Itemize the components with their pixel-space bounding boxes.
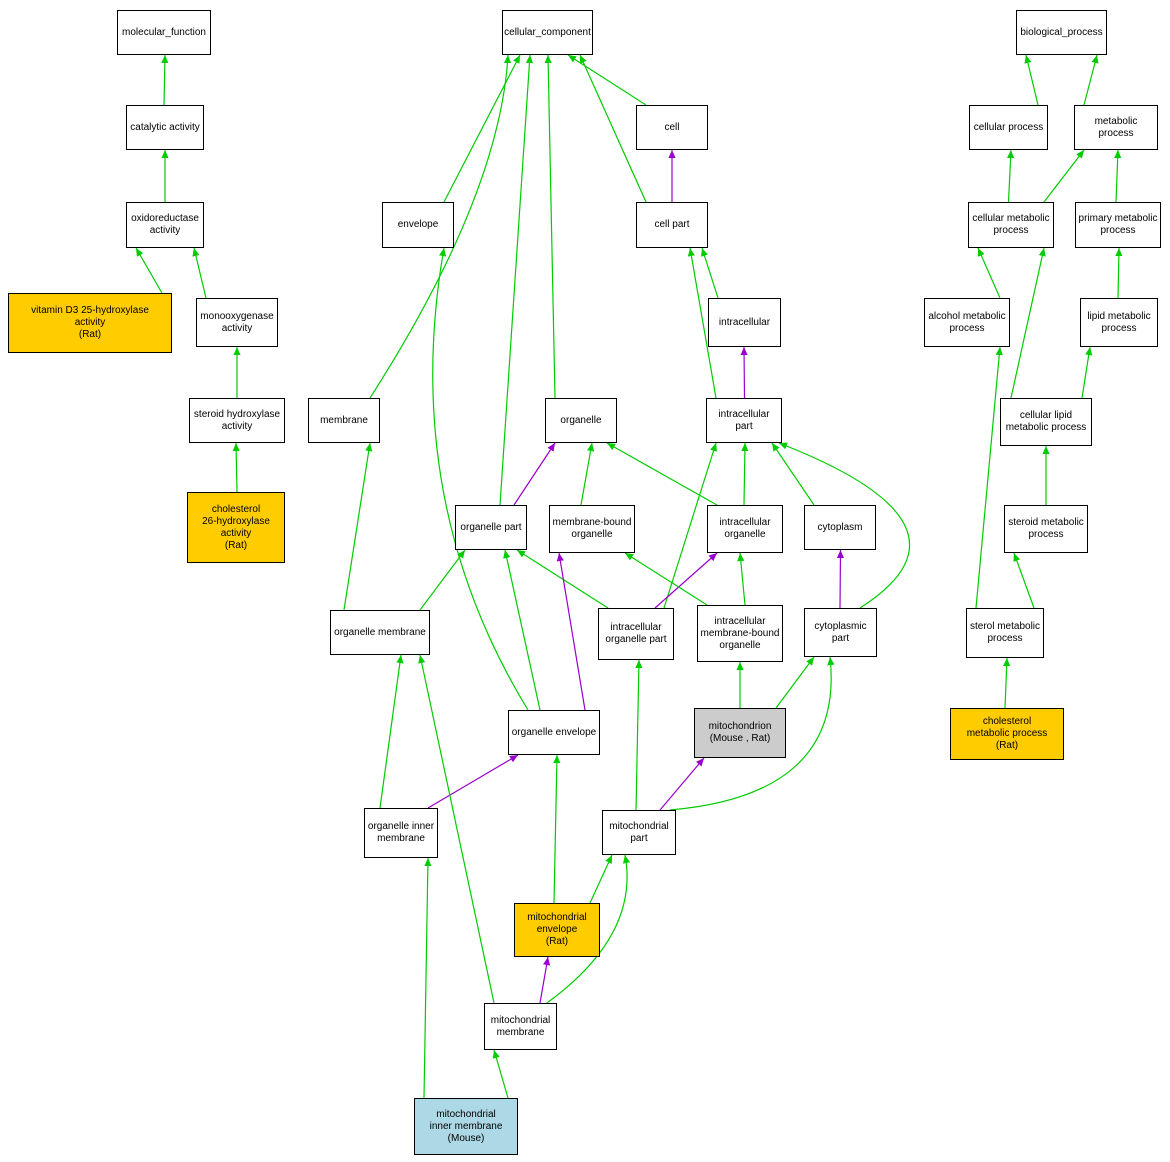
node-primary_metabolic_process[interactable]: primary metabolic process	[1075, 202, 1161, 248]
node-mitochondrial_inner_membrane[interactable]: mitochondrial inner membrane (Mouse)	[414, 1098, 518, 1155]
edge-organelle_membrane--organelle_part	[419, 549, 466, 611]
edge-cellular_process--biological_process	[1024, 54, 1039, 106]
node-cell[interactable]: cell	[636, 105, 708, 150]
node-cytoplasmic_part[interactable]: cytoplasmic part	[804, 608, 877, 657]
edge-intracellular_organelle--intracellular_part	[741, 442, 749, 506]
edge-organelle_envelope--organelle_part	[503, 549, 541, 711]
node-oxidoreductase_activity[interactable]: oxidoreductase activity	[126, 202, 204, 248]
edge-mitochondrial_inner_membrane--organelle_inner_membrane	[423, 857, 432, 1099]
edge-monooxygenase_activity--oxidoreductase_activity	[192, 247, 207, 299]
node-cellular_metabolic_process[interactable]: cellular metabolic process	[968, 202, 1054, 248]
node-cholesterol_26_hydroxylase_activity[interactable]: cholesterol 26-hydroxylase activity (Rat…	[187, 492, 285, 563]
node-organelle_part[interactable]: organelle part	[455, 505, 527, 550]
node-membrane[interactable]: membrane	[308, 398, 380, 443]
edge-mitochondrial_part--cytoplasmic_part	[669, 656, 835, 811]
node-organelle_envelope[interactable]: organelle envelope	[508, 710, 600, 755]
edge-organelle--cellular_component	[544, 54, 556, 399]
edge-mitochondrial_envelope--organelle_envelope	[553, 754, 561, 904]
edge-alcohol_metabolic_process--cellular_metabolic_process	[977, 247, 1001, 299]
edge-organelle_part--cellular_component	[499, 54, 534, 506]
edge-intracellular_organelle_part--intracellular_organelle	[654, 552, 718, 609]
node-cellular_component[interactable]: cellular_component	[502, 10, 593, 55]
edge-sterol_metabolic_process--alcohol_metabolic_process	[975, 346, 1003, 609]
edge-intracellular_part--cell_part	[687, 247, 717, 399]
edge-intracellular_membrane_bound_organelle--intracellular_organelle	[737, 552, 746, 606]
edge-cytoplasm--intracellular_part	[771, 442, 815, 506]
edge-vitamin_d3_25_hydroxylase_activity--oxidoreductase_activity	[135, 247, 163, 294]
edge-sterol_metabolic_process--steroid_metabolic_process	[1013, 552, 1035, 609]
node-lipid_metabolic_process[interactable]: lipid metabolic process	[1080, 298, 1158, 347]
edge-intracellular_part--intracellular	[740, 346, 748, 399]
edge-membrane_bound_organelle--organelle	[580, 442, 595, 506]
node-molecular_function[interactable]: molecular_function	[117, 10, 211, 55]
node-mitochondrion[interactable]: mitochondrion (Mouse , Rat)	[694, 708, 786, 758]
edge-mitochondrial_membrane--mitochondrial_envelope	[539, 956, 551, 1004]
edge-mitochondrial_part--intracellular_organelle_part	[635, 659, 643, 811]
edge-catalytic_activity--molecular_function	[161, 54, 169, 106]
edge-cytoplasmic_part--cytoplasm	[836, 549, 845, 609]
node-membrane_bound_organelle[interactable]: membrane-bound organelle	[549, 505, 635, 553]
edge-organelle_envelope--membrane_bound_organelle	[556, 552, 586, 711]
edge-intracellular_organelle--organelle	[606, 442, 718, 506]
edge-cholesterol_metabolic_process--sterol_metabolic_process	[1003, 657, 1011, 709]
edge-organelle_envelope--envelope	[432, 247, 529, 711]
edge-membrane--cellular_component	[369, 54, 512, 399]
node-organelle[interactable]: organelle	[545, 398, 617, 443]
node-cell_part[interactable]: cell part	[636, 202, 708, 248]
node-cellular_process[interactable]: cellular process	[969, 105, 1048, 150]
node-mitochondrial_part[interactable]: mitochondrial part	[602, 810, 676, 855]
edge-intracellular_membrane_bound_organelle--membrane_bound_organelle	[624, 552, 708, 606]
node-intracellular_organelle[interactable]: intracellular organelle	[707, 505, 783, 553]
edge-intracellular_organelle_part--intracellular_part	[663, 442, 717, 609]
node-intracellular_organelle_part[interactable]: intracellular organelle part	[598, 608, 674, 660]
edge-mitochondrial_inner_membrane--mitochondrial_membrane	[492, 1049, 509, 1099]
edge-intracellular_organelle_part--organelle_part	[516, 549, 609, 609]
node-metabolic_process[interactable]: metabolic process	[1074, 105, 1158, 150]
node-mitochondrial_membrane[interactable]: mitochondrial membrane	[484, 1003, 557, 1050]
node-organelle_inner_membrane[interactable]: organelle inner membrane	[364, 808, 438, 858]
edge-mitochondrial_membrane--organelle_membrane	[418, 654, 495, 1004]
edge-mitochondrion--cytoplasmic_part	[775, 656, 815, 709]
edge-primary_metabolic_process--metabolic_process	[1114, 149, 1122, 203]
edge-organelle_membrane--membrane	[343, 442, 373, 611]
node-cytoplasm[interactable]: cytoplasm	[804, 505, 876, 550]
node-monooxygenase_activity[interactable]: monooxygenase activity	[196, 298, 278, 347]
edge-envelope--cellular_component	[443, 54, 521, 203]
edge-cell_part--cellular_component	[579, 54, 647, 203]
node-steroid_metabolic_process[interactable]: steroid metabolic process	[1004, 505, 1088, 553]
node-mitochondrial_envelope[interactable]: mitochondrial envelope (Rat)	[514, 903, 600, 957]
node-biological_process[interactable]: biological_process	[1016, 10, 1107, 55]
edge-mitochondrial_part--mitochondrion	[659, 757, 705, 811]
node-intracellular_membrane_bound_organelle[interactable]: intracellular membrane-bound organelle	[697, 605, 783, 662]
node-envelope[interactable]: envelope	[382, 202, 454, 248]
edge-cellular_metabolic_process--metabolic_process	[1043, 149, 1085, 203]
edge-mitochondrial_envelope--mitochondrial_part	[589, 854, 613, 904]
edge-cellular_lipid_metabolic_process--cellular_metabolic_process	[1010, 247, 1046, 399]
edge-cellular_metabolic_process--cellular_process	[1007, 149, 1015, 203]
node-cholesterol_metabolic_process[interactable]: cholesterol metabolic process (Rat)	[950, 708, 1064, 760]
edge-organelle_inner_membrane--organelle_membrane	[379, 654, 404, 809]
edge-metabolic_process--biological_process	[1083, 54, 1099, 106]
edge-cholesterol_26_hydroxylase_activity--steroid_hydroxylase_activity	[232, 442, 240, 493]
node-sterol_metabolic_process[interactable]: sterol metabolic process	[966, 608, 1044, 658]
node-catalytic_activity[interactable]: catalytic activity	[126, 105, 204, 150]
edge-lipid_metabolic_process--primary_metabolic_process	[1115, 247, 1123, 299]
node-intracellular_part[interactable]: intracellular part	[706, 398, 782, 443]
node-intracellular[interactable]: intracellular	[708, 298, 781, 347]
edge-cell--cellular_component	[567, 54, 647, 106]
node-steroid_hydroxylase_activity[interactable]: steroid hydroxylase activity	[189, 398, 285, 443]
edge-mitochondrial_membrane--mitochondrial_part	[546, 854, 631, 1004]
edge-organelle_part--organelle	[513, 442, 556, 506]
node-organelle_membrane[interactable]: organelle membrane	[330, 610, 430, 655]
edge-organelle_inner_membrane--organelle_envelope	[427, 754, 519, 809]
node-cellular_lipid_metabolic_process[interactable]: cellular lipid metabolic process	[1000, 398, 1092, 446]
edge-intracellular--cell_part	[701, 247, 719, 299]
edge-cellular_lipid_metabolic_process--lipid_metabolic_process	[1081, 346, 1093, 399]
node-vitamin_d3_25_hydroxylase_activity[interactable]: vitamin D3 25-hydroxylase activity (Rat)	[8, 293, 172, 353]
edge-cytoplasmic_part--intracellular_part	[778, 442, 911, 609]
node-alcohol_metabolic_process[interactable]: alcohol metabolic process	[924, 298, 1010, 347]
